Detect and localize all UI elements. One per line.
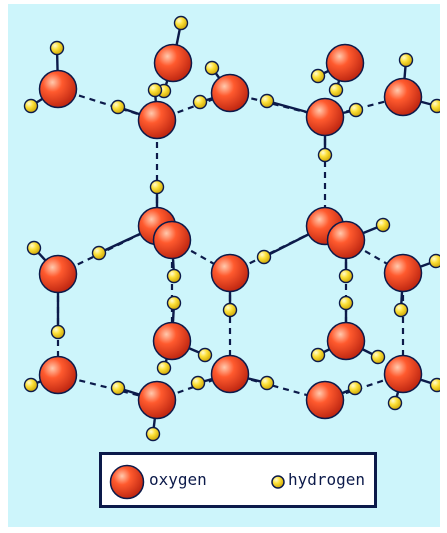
oxygen-legend-label: oxygen — [149, 470, 207, 489]
legend: oxygen hydrogen — [99, 452, 377, 508]
oxygen-atom — [210, 253, 250, 293]
hydrogen-atom — [149, 179, 165, 195]
oxygen-atom — [152, 220, 192, 260]
hydrogen-atom — [347, 380, 363, 396]
hydrogen-atom — [204, 60, 220, 76]
hydrogen-atom — [192, 94, 208, 110]
hydrogen-legend-icon — [271, 475, 285, 489]
hydrogen-atom — [147, 82, 163, 98]
oxygen-atom — [152, 321, 192, 361]
oxygen-atom — [326, 220, 366, 260]
hydrogen-atom — [110, 99, 126, 115]
hydrogen-atom — [49, 40, 65, 56]
oxygen-atom — [38, 69, 78, 109]
hydrogen-atom — [387, 395, 403, 411]
oxygen-atom — [210, 354, 250, 394]
hydrogen-atom — [23, 98, 39, 114]
hydrogen-atom — [429, 98, 440, 114]
atoms — [23, 15, 440, 442]
oxygen-atom — [383, 77, 423, 117]
ice-lattice-diagram — [23, 15, 440, 442]
hydrogen-atom — [91, 245, 107, 261]
hydrogen-atom — [50, 324, 66, 340]
oxygen-atom — [137, 100, 177, 140]
hydrogen-atom — [26, 240, 42, 256]
hydrogen-atom — [259, 93, 275, 109]
hydrogen-atom — [398, 52, 414, 68]
hydrogen-atom — [145, 426, 161, 442]
hydrogen-atom — [110, 380, 126, 396]
hydrogen-atom — [259, 375, 275, 391]
hydrogen-atom — [173, 15, 189, 31]
hydrogen-atom — [317, 147, 333, 163]
oxygen-atom — [383, 354, 423, 394]
oxygen-atom — [326, 321, 366, 361]
oxygen-atom — [325, 43, 365, 83]
hydrogen-atom — [156, 360, 172, 376]
oxygen-legend-icon — [109, 464, 145, 500]
hydrogen-atom — [338, 268, 354, 284]
oxygen-atom — [153, 43, 193, 83]
hydrogen-atom — [375, 217, 391, 233]
hydrogen-atom — [23, 377, 39, 393]
hydrogen-atom — [370, 349, 386, 365]
hydrogen-atom — [328, 82, 344, 98]
oxygen-atom — [305, 380, 345, 420]
oxygen-atom — [38, 355, 78, 395]
hydrogen-atom — [393, 302, 409, 318]
hydrogen-atom — [256, 249, 272, 265]
hydrogen-atom — [428, 253, 440, 269]
hydrogen-atom — [197, 347, 213, 363]
hydrogen-legend-label: hydrogen — [288, 470, 366, 489]
oxygen-atom — [38, 254, 78, 294]
hydrogen-atom — [338, 295, 354, 311]
oxygen-atom — [305, 97, 345, 137]
oxygen-atom — [137, 380, 177, 420]
hydrogen-atom — [310, 347, 326, 363]
oxygen-atom — [210, 73, 250, 113]
hydrogen-atom — [429, 377, 440, 393]
hydrogen-atom — [222, 302, 238, 318]
hydrogen-atom — [166, 295, 182, 311]
hydrogen-atom — [190, 375, 206, 391]
oxygen-atom — [383, 253, 423, 293]
hydrogen-atom — [166, 268, 182, 284]
diagram-panel: oxygen hydrogen — [8, 4, 440, 527]
hydrogen-atom — [348, 102, 364, 118]
hydrogen-atom — [310, 68, 326, 84]
